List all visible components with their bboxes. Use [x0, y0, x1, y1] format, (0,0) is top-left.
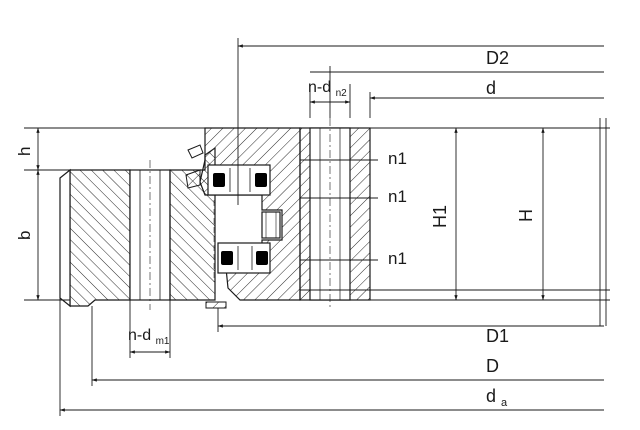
label-H1: H1: [430, 205, 450, 228]
label-n-dm1-main: n-d: [128, 327, 151, 344]
roller-assembly: [185, 144, 281, 309]
label-n-dn2: n-d n2: [308, 79, 347, 99]
dimension-lines: [24, 38, 607, 416]
label-D2: D2: [486, 48, 509, 68]
label-n1-bottom: n1: [388, 249, 407, 268]
label-D: D: [486, 356, 499, 376]
label-da-main: d: [486, 386, 496, 406]
label-b: b: [15, 231, 34, 240]
label-d: d: [486, 78, 496, 98]
label-n-dm1-sub: m1: [156, 336, 170, 347]
label-D1: D1: [486, 326, 509, 346]
label-n1-middle: n1: [388, 187, 407, 206]
inner-ring: [199, 118, 610, 310]
dimension-labels: D2 d n-d n2 n1 n1 n1 H1 H h b n-d m1 D1 …: [15, 48, 536, 409]
label-n-dm1: n-d m1: [128, 327, 170, 347]
label-n-dn2-main: n-d: [308, 79, 331, 96]
label-da-sub: a: [501, 397, 508, 409]
label-n1-top: n1: [388, 149, 407, 168]
label-H: H: [516, 209, 536, 222]
outer-ring: [59, 146, 216, 310]
label-da: d a: [486, 386, 508, 409]
label-h: h: [15, 147, 34, 156]
label-n-dn2-sub: n2: [336, 88, 348, 99]
